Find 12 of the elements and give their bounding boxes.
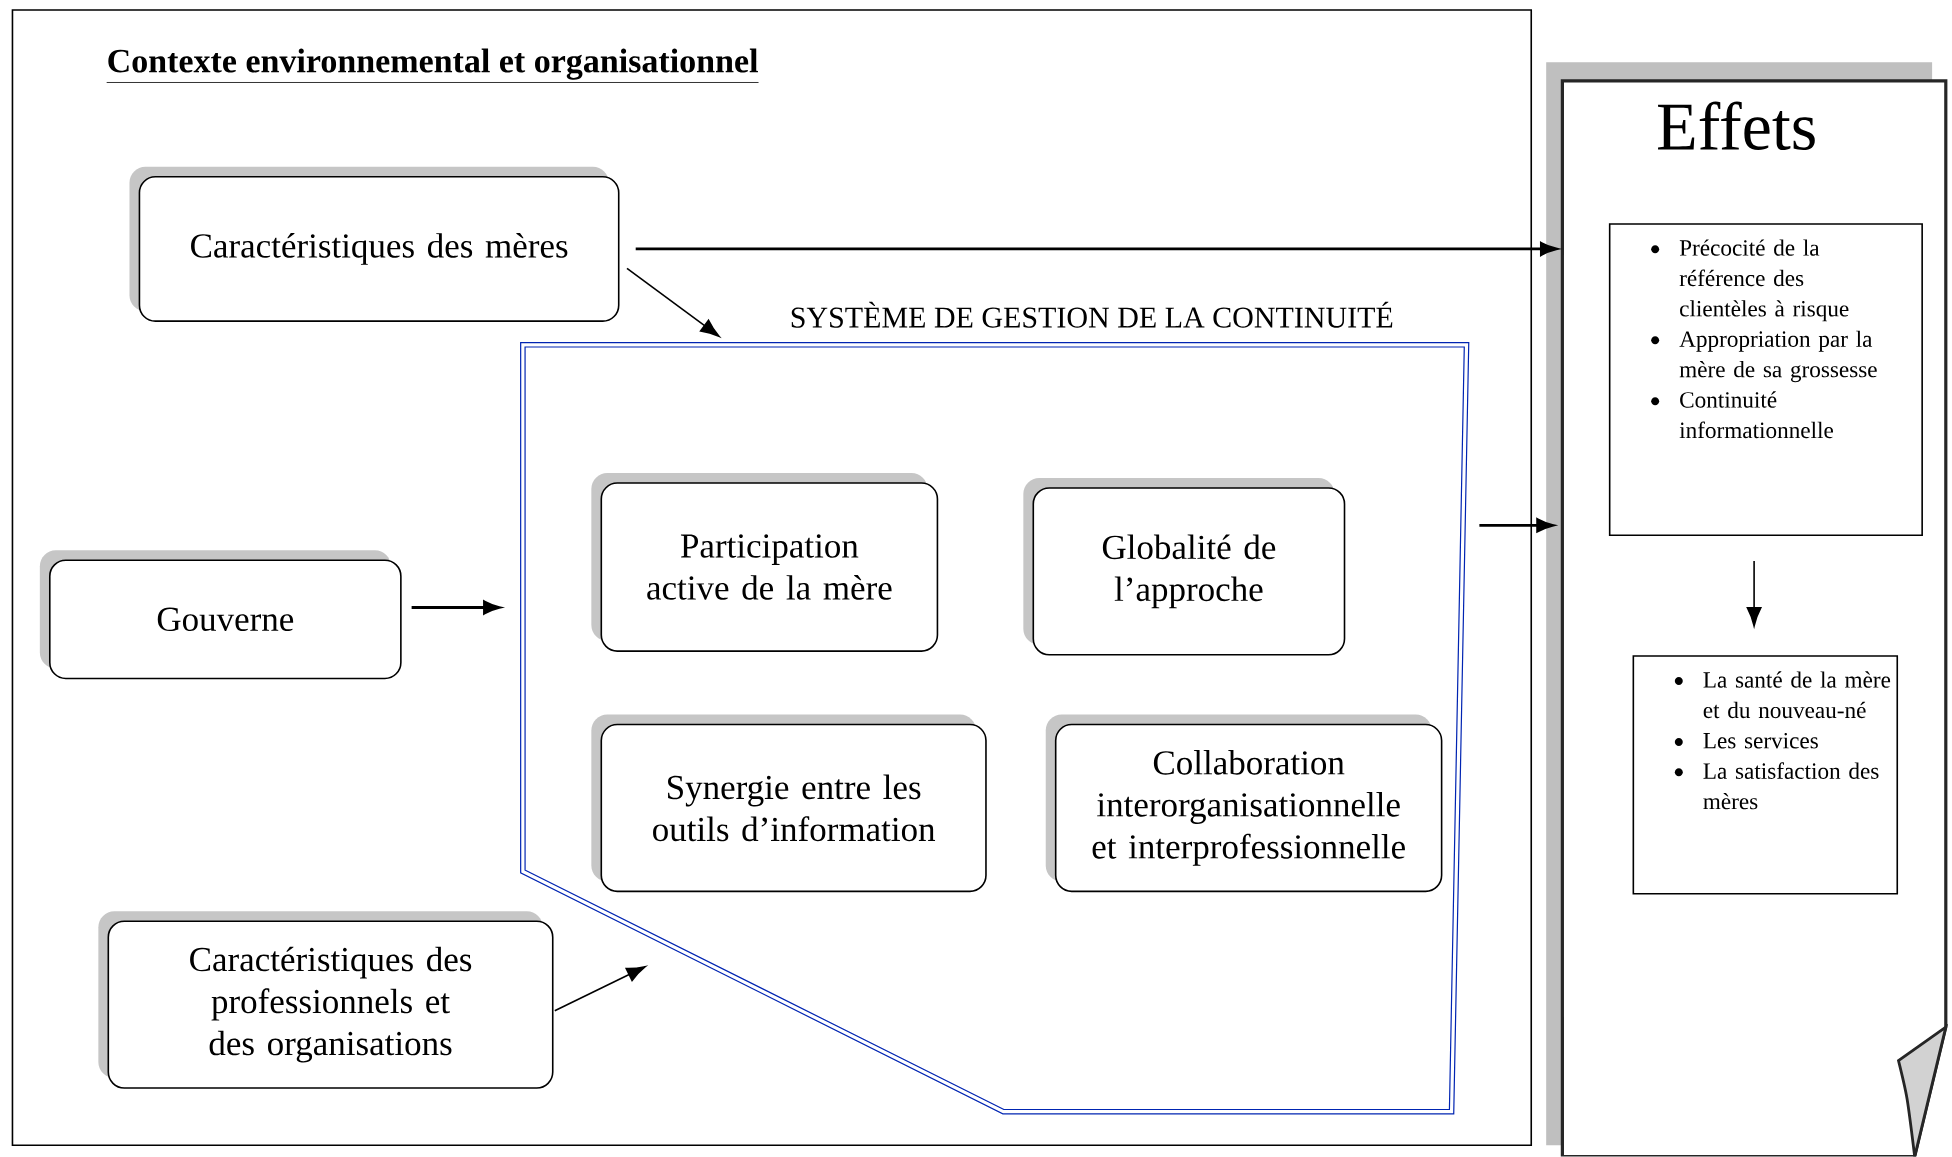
heading: SYSTÈME DE GESTION DE LA CONTINUITÉ [791,301,1393,328]
process-box: Caractéristiques des professionnels et des organisations [98,911,554,1090]
process-box: Participation active de la mère [591,473,939,653]
arrow [554,966,646,1012]
heading: Contexte environnemental et organisationnel [106,48,759,84]
arrow [626,267,720,338]
process-box: Collaboration interorganisationnelle et interprofessionnelle [1045,714,1443,893]
process-box: Gouverne [39,550,402,680]
process-box: Synergie entre les outils d’information [591,714,987,893]
process-box: Caractéristiques des mères [129,167,620,323]
process-box: Globalité de l’approche [1023,478,1346,656]
arrow [635,242,1558,257]
